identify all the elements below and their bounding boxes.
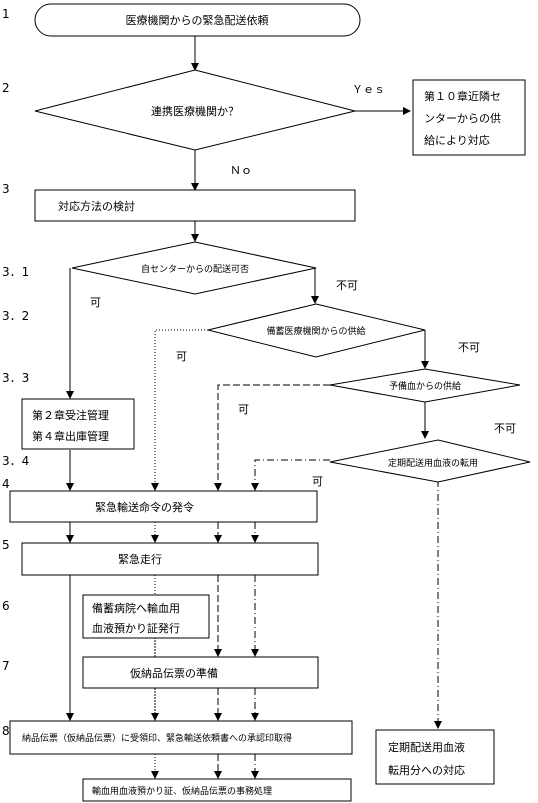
step-number: 1 [2, 7, 10, 21]
decision-own-centre [71, 241, 317, 295]
no-label: Ｎｏ [230, 164, 252, 177]
ok-reserve-label: 可 [176, 350, 187, 363]
step-number: 5 [2, 538, 10, 552]
order-label: 緊急輸送命令の発令 [95, 500, 194, 514]
step-number: 7 [2, 659, 10, 673]
reserve-issue-line: 血液預かり証発行 [92, 621, 180, 635]
ng-reserve-label: 不可 [458, 341, 480, 354]
step-number: 3．3 [2, 371, 29, 385]
study-node [34, 189, 356, 222]
receipt-label: 納品伝票（仮納品伝票）に受領印、緊急輸送依頼書への承認印取得 [22, 732, 292, 744]
decision-own-centre-label: 自センターからの配送可否 [141, 263, 249, 275]
step-number: 3．4 [2, 454, 29, 468]
step-number: 4 [2, 477, 10, 491]
run-label: 緊急走行 [118, 552, 162, 566]
chapter10-node [412, 79, 526, 156]
step-number: 8 [2, 724, 10, 738]
regular-handle-node [375, 729, 495, 785]
chapter2-line: 第２章受注管理 [32, 408, 109, 422]
step-number: 3．1 [2, 265, 29, 279]
chapter2-4-node [21, 398, 135, 450]
decision-partner [34, 69, 356, 151]
ng-spare-label: 不可 [494, 422, 516, 435]
reserve-issue-node [82, 594, 210, 639]
chapter4-line: 第４章出庫管理 [32, 429, 109, 443]
step-number: 3 [2, 182, 10, 196]
final-node [82, 778, 352, 802]
decision-partner-label: 連携医療機関か？ [151, 104, 239, 118]
receipt-node [9, 720, 353, 755]
chapter10-line: 第１０章近隣セ [424, 89, 501, 103]
chapter10-line: 給により対応 [424, 133, 490, 147]
step-numbers: 1 2 3 3．1 3．2 3．3 3．4 4 5 6 7 8 [2, 7, 29, 738]
temp-slip-label: 仮納品伝票の準備 [130, 666, 218, 680]
decision-regular-transport-label: 定期配送用血液の転用 [388, 457, 478, 469]
run-node [21, 542, 319, 576]
edge-labels: Ｙｅｓ Ｎｏ 可 不可 可 不可 可 不可 可 [90, 83, 516, 488]
arrow-spare-ok [214, 384, 330, 491]
decision-spare-blood [329, 368, 521, 403]
regular-handle-line: 転用分への対応 [388, 763, 465, 777]
study-label: 対応方法の検討 [58, 199, 135, 213]
ng-own-label: 不可 [336, 279, 358, 292]
arrow-reserve-ok [151, 329, 208, 491]
step-number: 6 [2, 599, 10, 613]
yes-label: Ｙｅｓ [352, 83, 385, 96]
arrow-regular-ok [251, 459, 330, 491]
nodes: 医療機関からの緊急配送依頼 連携医療機関か？ 第１０章近隣セ ンターからの供 給… [9, 3, 531, 802]
step-number: 3．2 [2, 309, 29, 323]
ok-regular-label: 可 [312, 475, 323, 488]
decision-regular-transport [329, 439, 531, 483]
temp-slip-node [82, 656, 319, 689]
step-number: 2 [2, 81, 10, 95]
ok-own-label: 可 [90, 296, 101, 309]
final-label: 輸血用血液預かり証、仮納品伝票の事務処理 [92, 785, 272, 797]
regular-handle-line: 定期配送用血液 [388, 740, 465, 754]
start-label: 医療機関からの緊急配送依頼 [126, 13, 269, 27]
decision-spare-blood-label: 予備血からの供給 [389, 380, 461, 392]
start-node [34, 3, 361, 37]
reserve-issue-line: 備蓄病院へ輸血用 [92, 601, 180, 615]
ok-spare-label: 可 [238, 403, 249, 416]
order-node [9, 490, 318, 523]
decision-reserve-hospital [207, 303, 426, 358]
chapter10-line: ンターからの供 [424, 111, 501, 125]
connectors [66, 36, 442, 779]
decision-reserve-hospital-label: 備蓄医療機関からの供給 [266, 325, 365, 337]
